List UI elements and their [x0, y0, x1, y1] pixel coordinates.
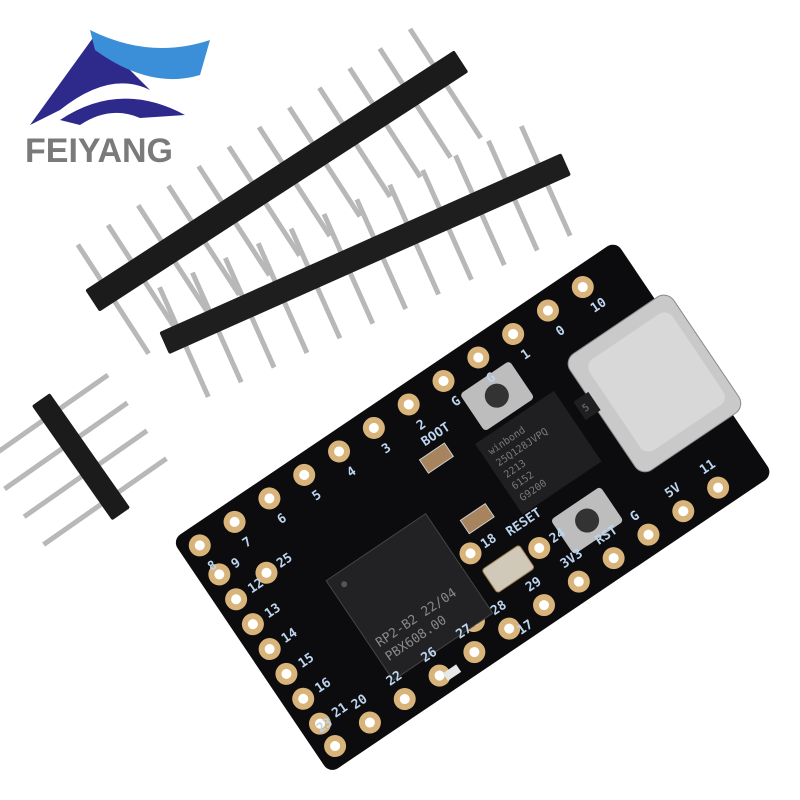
- pin-hole: [465, 548, 476, 559]
- pin-hole: [643, 529, 654, 540]
- pin-hole: [264, 644, 275, 655]
- pin-hole: [281, 668, 292, 679]
- usb-c-connector: [567, 294, 742, 473]
- pin-label: 14: [279, 625, 301, 646]
- pin-hole: [264, 493, 275, 504]
- pin-hole: [299, 469, 310, 480]
- pin-label: 12: [245, 576, 266, 597]
- pin-label: 21: [329, 700, 351, 721]
- pin-hole: [469, 647, 480, 658]
- pin-hole: [334, 446, 345, 457]
- pin-hole: [194, 540, 205, 551]
- pin-label: 13: [262, 601, 283, 622]
- boot-button[interactable]: [460, 361, 535, 432]
- pin-hole: [542, 305, 553, 316]
- pin-label: 15: [296, 650, 317, 671]
- pin-label: 20: [349, 692, 371, 713]
- pin-hole: [608, 553, 619, 564]
- pin-header-long-2: [157, 125, 573, 398]
- pin-hole: [261, 567, 272, 578]
- pin-hole: [434, 670, 445, 681]
- capacitor: [459, 502, 495, 535]
- pin-label: 27: [453, 621, 474, 642]
- logo-mark-dark: [30, 35, 150, 125]
- pin-header-long-1: [75, 27, 483, 355]
- pin-label: 11: [697, 457, 719, 478]
- pin-hole: [247, 619, 258, 630]
- capacitor: [418, 442, 455, 474]
- pin-hole: [368, 422, 379, 433]
- regulator-mark: 5: [581, 402, 592, 414]
- regulator: [573, 391, 601, 421]
- logo-mark-light: [90, 30, 210, 80]
- pin-hole: [678, 506, 689, 517]
- flash-chip: winbond 25Q128JVPQ 2213 6152 G9200: [475, 390, 602, 515]
- feiyang-logo: FEIYANG: [25, 30, 210, 170]
- pin-header-short: [0, 372, 168, 547]
- pin-hole: [504, 623, 515, 634]
- pin-hole: [508, 329, 519, 340]
- pin-label: 10: [588, 295, 610, 316]
- pin-hole: [330, 741, 341, 752]
- pin-hole: [534, 542, 545, 553]
- pin-hole: [438, 375, 449, 386]
- pin-hole: [577, 282, 588, 293]
- pin-label: 5V: [662, 480, 684, 501]
- pin-label: 16: [313, 675, 335, 696]
- pin-label: 25: [274, 550, 295, 571]
- pin-hole: [364, 717, 375, 728]
- pin-hole: [314, 718, 325, 729]
- pcb-board: RP2-B2 22/04 PBX608.00 winbond 25Q128JVP…: [175, 244, 770, 770]
- reset-button[interactable]: [550, 486, 623, 554]
- pin-hole: [399, 694, 410, 705]
- pin-hole: [403, 399, 414, 410]
- pin-label: 28: [488, 598, 510, 619]
- pin-label: 17: [515, 617, 536, 638]
- pin-label: 18: [478, 531, 500, 552]
- pin-label: 29: [523, 574, 544, 595]
- logo-mark-wave: [60, 98, 185, 125]
- pin-hole: [231, 594, 242, 605]
- pin-hole: [298, 693, 309, 704]
- pin-hole: [229, 516, 240, 527]
- crystal: [482, 545, 534, 593]
- pin-hole: [713, 482, 724, 493]
- pin-label: 23: [314, 715, 335, 736]
- pin-hole: [539, 600, 550, 611]
- rp2040-chip: RP2-B2 22/04 PBX608.00: [325, 512, 494, 681]
- led: [442, 664, 462, 681]
- pin-hole: [473, 352, 484, 363]
- pin-label: 26: [419, 645, 441, 666]
- pin-label: 22: [384, 668, 405, 689]
- logo-text: FEIYANG: [25, 132, 173, 170]
- pin-hole: [573, 576, 584, 587]
- pin-hole: [214, 569, 225, 580]
- pin-label: 24: [547, 526, 569, 547]
